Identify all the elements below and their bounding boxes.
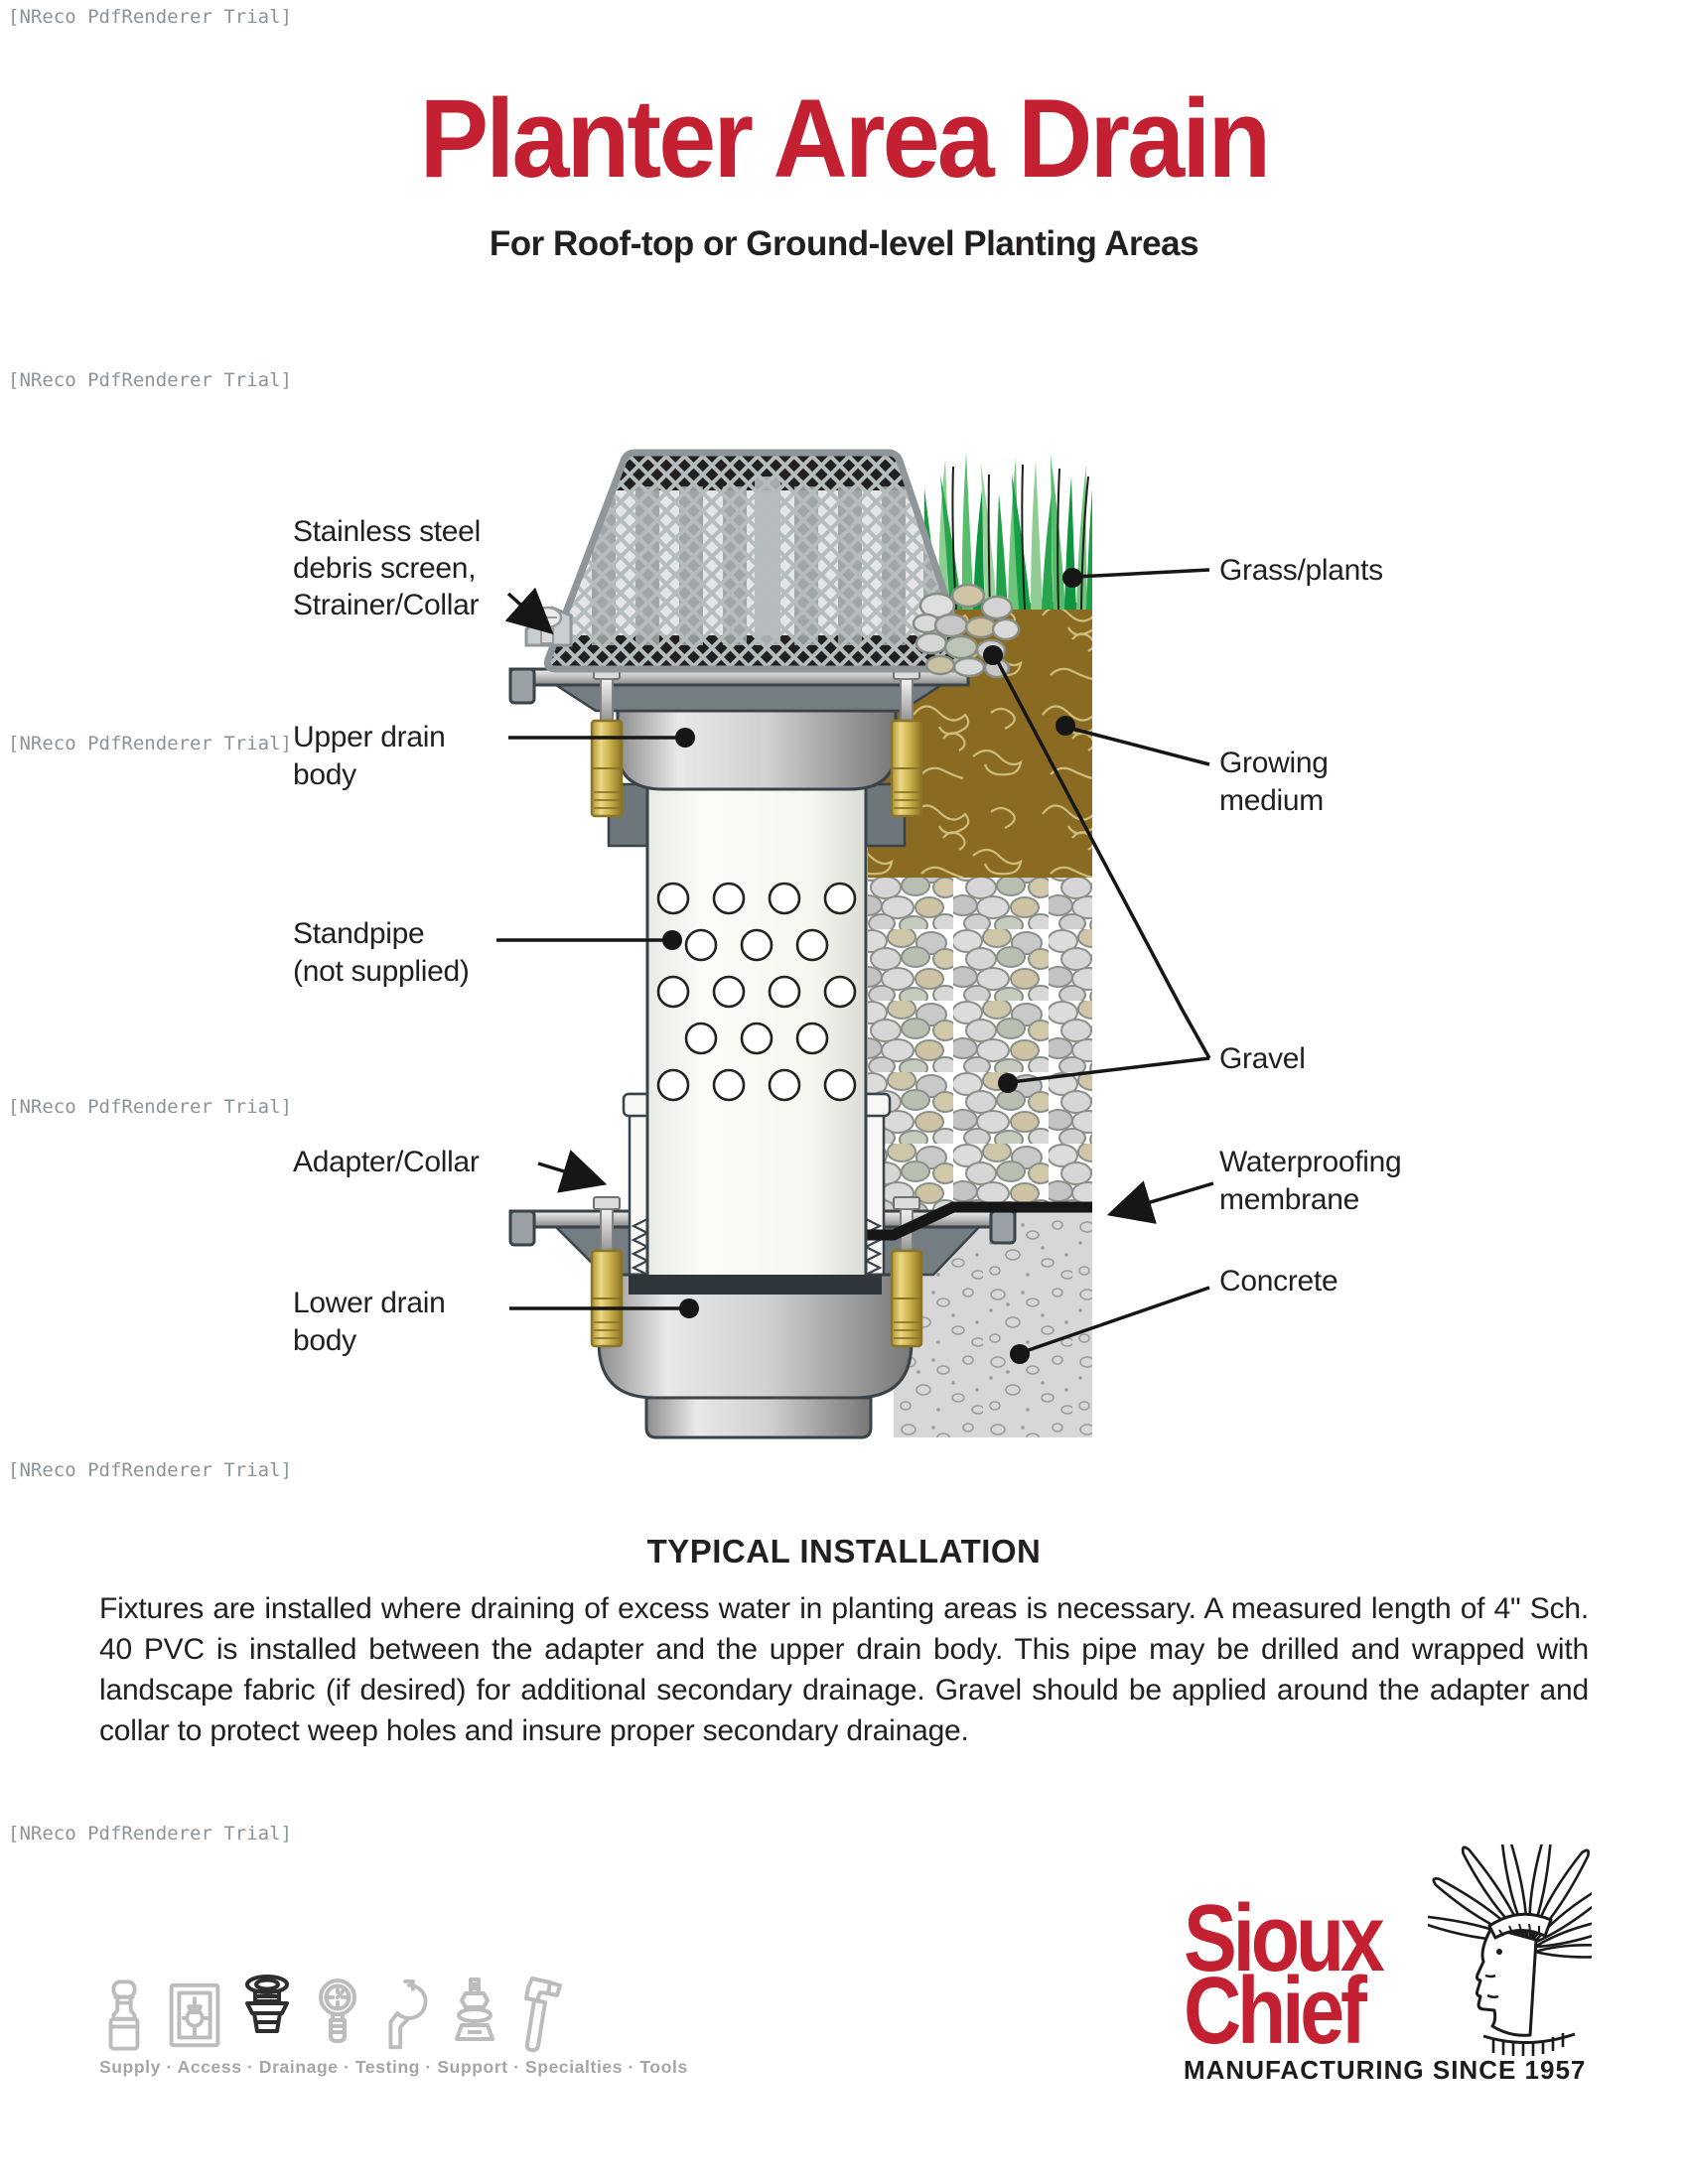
installation-paragraph: Fixtures are installed where draining of… (99, 1592, 1589, 1747)
strainer-label: Stainless steel (293, 515, 481, 548)
tools-icon (524, 1977, 562, 2053)
trial-watermark: [NReco PdfRenderer Trial] (8, 6, 292, 28)
logo-line-2: Chief (1184, 1958, 1367, 2064)
strainer-label: debris screen, (293, 552, 476, 585)
gravel-label: Gravel (1219, 1042, 1306, 1075)
trial-watermark: [NReco PdfRenderer Trial] (8, 1823, 292, 1844)
waterproofing-label: Waterproofing (1219, 1146, 1401, 1178)
growing-medium-label: medium (1219, 784, 1324, 817)
adapter-arrow (537, 1150, 608, 1193)
trial-watermark: [NReco PdfRenderer Trial] (8, 1096, 292, 1118)
upper-drain-label: Upper drain (293, 721, 445, 753)
product-category-icons (99, 1974, 566, 2053)
weep-holes (656, 882, 857, 1102)
trial-watermark: [NReco PdfRenderer Trial] (8, 733, 292, 754)
waterproofing-label: membrane (1219, 1183, 1359, 1216)
strainer-arrow (504, 587, 554, 635)
growing-medium-label: Growing (1219, 747, 1329, 779)
trial-watermark: [NReco PdfRenderer Trial] (8, 369, 292, 391)
grass-plants (899, 452, 1092, 611)
access-icon (169, 1982, 220, 2048)
gravel-leader-2 (994, 657, 1211, 1059)
logo-tagline: MANUFACTURING SINCE 1957 (1184, 2055, 1587, 2085)
concrete-label: Concrete (1219, 1265, 1337, 1297)
standpipe (645, 778, 868, 1283)
debris-screen-dome (524, 449, 972, 673)
category-caption: Supply · Access · Drainage · Testing · S… (99, 2057, 688, 2077)
leader-dots (662, 568, 1082, 1364)
trial-watermark: [NReco PdfRenderer Trial] (8, 1459, 292, 1481)
upper-drain-label: body (293, 758, 356, 791)
support-icon (388, 1979, 428, 2050)
lower-drain-body (597, 1273, 914, 1439)
adapter-label: Adapter/Collar (293, 1146, 480, 1178)
grass-leader (1074, 568, 1210, 579)
testing-icon (319, 1979, 356, 2043)
typical-installation-heading: TYPICAL INSTALLATION (646, 1533, 1042, 1570)
installation-diagram: Stainless steel debris screen, Strainer/… (293, 449, 1402, 1439)
page-title: Planter Area Drain (419, 76, 1272, 201)
supply-icon (108, 1979, 140, 2051)
concrete-leader (1022, 1286, 1210, 1354)
standpipe-label: Standpipe (293, 917, 424, 950)
gravel-leader-1 (1010, 1056, 1210, 1084)
page-subtitle: For Roof-top or Ground-level Planting Ar… (489, 224, 1199, 263)
standpipe-label: (not supplied) (293, 955, 470, 988)
specialties-icon (455, 1978, 494, 2041)
growing-medium-leader (1067, 726, 1210, 766)
gravel-pocket (912, 583, 1021, 679)
strainer-label: Strainer/Collar (293, 589, 480, 621)
diagram-labels: Stainless steel debris screen, Strainer/… (293, 515, 1402, 1357)
lower-drain-label: body (293, 1324, 356, 1357)
sioux-chief-logo: Sioux Chief (1184, 1885, 1385, 2064)
lower-hub-opening (629, 1275, 882, 1295)
logo-line-1: Sioux (1184, 1885, 1385, 1991)
leader-lines (496, 568, 1214, 1354)
chief-head-illustration (1428, 1844, 1592, 2056)
drainage-icon (245, 1975, 289, 2033)
membrane-arrow (1106, 1180, 1214, 1224)
lower-drain-label: Lower drain (293, 1287, 445, 1319)
grass-label: Grass/plants (1219, 554, 1383, 587)
gravel-fill (868, 878, 1092, 1212)
